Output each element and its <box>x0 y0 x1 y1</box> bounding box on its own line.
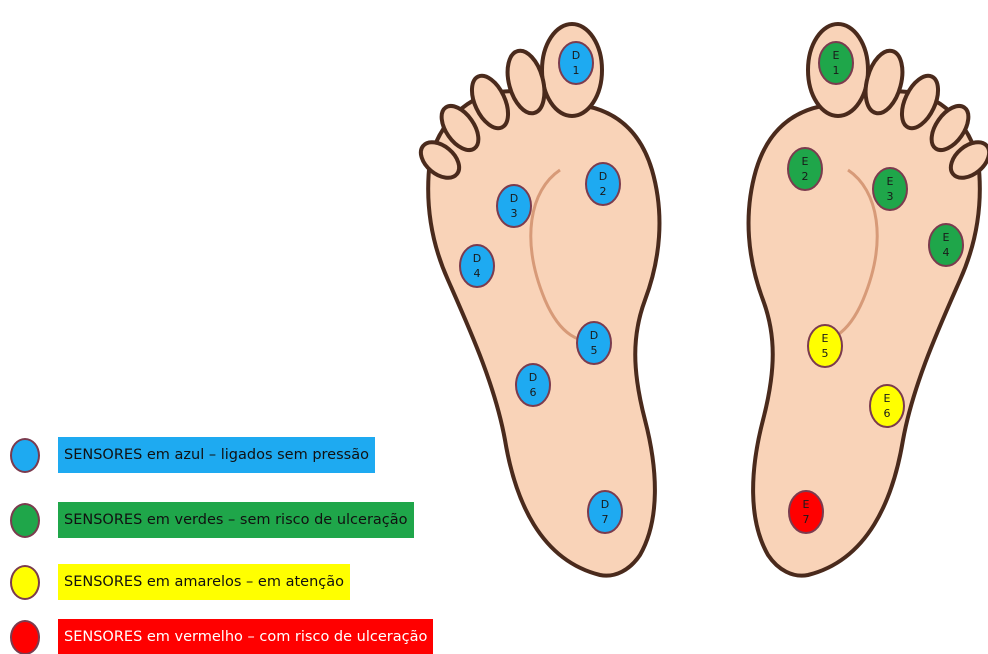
right-sensor-1-number: 1 <box>573 64 580 77</box>
right-sensor-1: D1 <box>559 42 593 84</box>
right-sensor-2-number: 2 <box>600 185 607 198</box>
left-sensor-3-number: 3 <box>887 190 894 203</box>
left-sensor-6-letter: E <box>884 392 891 405</box>
right-sensor-6: D6 <box>516 364 550 406</box>
right-sensor-6-letter: D <box>529 371 537 384</box>
legend-item-green: SENSORES em verdes – sem risco de ulcera… <box>10 501 414 539</box>
legend-blue-dot <box>10 438 40 473</box>
right-sensor-7: D7 <box>588 491 622 533</box>
left-sensor-3-letter: E <box>887 175 894 188</box>
right-sensor-5-number: 5 <box>591 344 598 357</box>
legend-item-blue: SENSORES em azul – ligados sem pressão <box>10 436 375 474</box>
right-sensor-1-letter: D <box>572 49 580 62</box>
left-sensor-5-letter: E <box>822 332 829 345</box>
legend-red-label: SENSORES em vermelho – com risco de ulce… <box>58 619 433 654</box>
right-sensor-3-number: 3 <box>511 207 518 220</box>
right-sensor-2-letter: D <box>599 170 607 183</box>
right-sensor-4: D4 <box>460 245 494 287</box>
legend-green-dot <box>10 503 40 538</box>
left-sensor-7-letter: E <box>803 498 810 511</box>
right-sensor-3: D3 <box>497 185 531 227</box>
left-sensor-5-number: 5 <box>822 347 829 360</box>
right-sensor-5-letter: D <box>590 329 598 342</box>
left-sensor-4-number: 4 <box>943 246 950 259</box>
right-sensor-6-number: 6 <box>530 386 537 399</box>
left-sensor-3: E3 <box>873 168 907 210</box>
left-sole <box>749 91 980 575</box>
left-sensor-7: E7 <box>789 491 823 533</box>
legend-yellow-dot <box>10 565 40 600</box>
legend-item-red: SENSORES em vermelho – com risco de ulce… <box>10 618 433 654</box>
right-sensor-4-letter: D <box>473 252 481 265</box>
left-sensor-2: E2 <box>788 148 822 190</box>
left-sensor-6-number: 6 <box>884 407 891 420</box>
left-sensor-1: E1 <box>819 42 853 84</box>
right-sole <box>428 91 659 575</box>
left-sensor-4: E4 <box>929 224 963 266</box>
legend-yellow-label: SENSORES em amarelos – em atenção <box>58 564 350 600</box>
right-sensor-5: D5 <box>577 322 611 364</box>
right-sensor-4-number: 4 <box>474 267 481 280</box>
right-sensor-7-number: 7 <box>602 513 609 526</box>
right-sensor-3-letter: D <box>510 192 518 205</box>
legend-item-yellow: SENSORES em amarelos – em atenção <box>10 563 350 601</box>
right-sensor-2: D2 <box>586 163 620 205</box>
left-sensor-7-number: 7 <box>803 513 810 526</box>
left-sensor-2-number: 2 <box>802 170 809 183</box>
left-sensor-1-letter: E <box>833 49 840 62</box>
left-sensor-5: E5 <box>808 325 842 367</box>
legend-green-label: SENSORES em verdes – sem risco de ulcera… <box>58 502 414 538</box>
left-sensor-1-number: 1 <box>833 64 840 77</box>
right-sensor-7-letter: D <box>601 498 609 511</box>
left-sensor-4-letter: E <box>943 231 950 244</box>
left-sensor-2-letter: E <box>802 155 809 168</box>
left-sensor-6: E6 <box>870 385 904 427</box>
legend-blue-label: SENSORES em azul – ligados sem pressão <box>58 437 375 473</box>
legend-red-dot <box>10 620 40 654</box>
